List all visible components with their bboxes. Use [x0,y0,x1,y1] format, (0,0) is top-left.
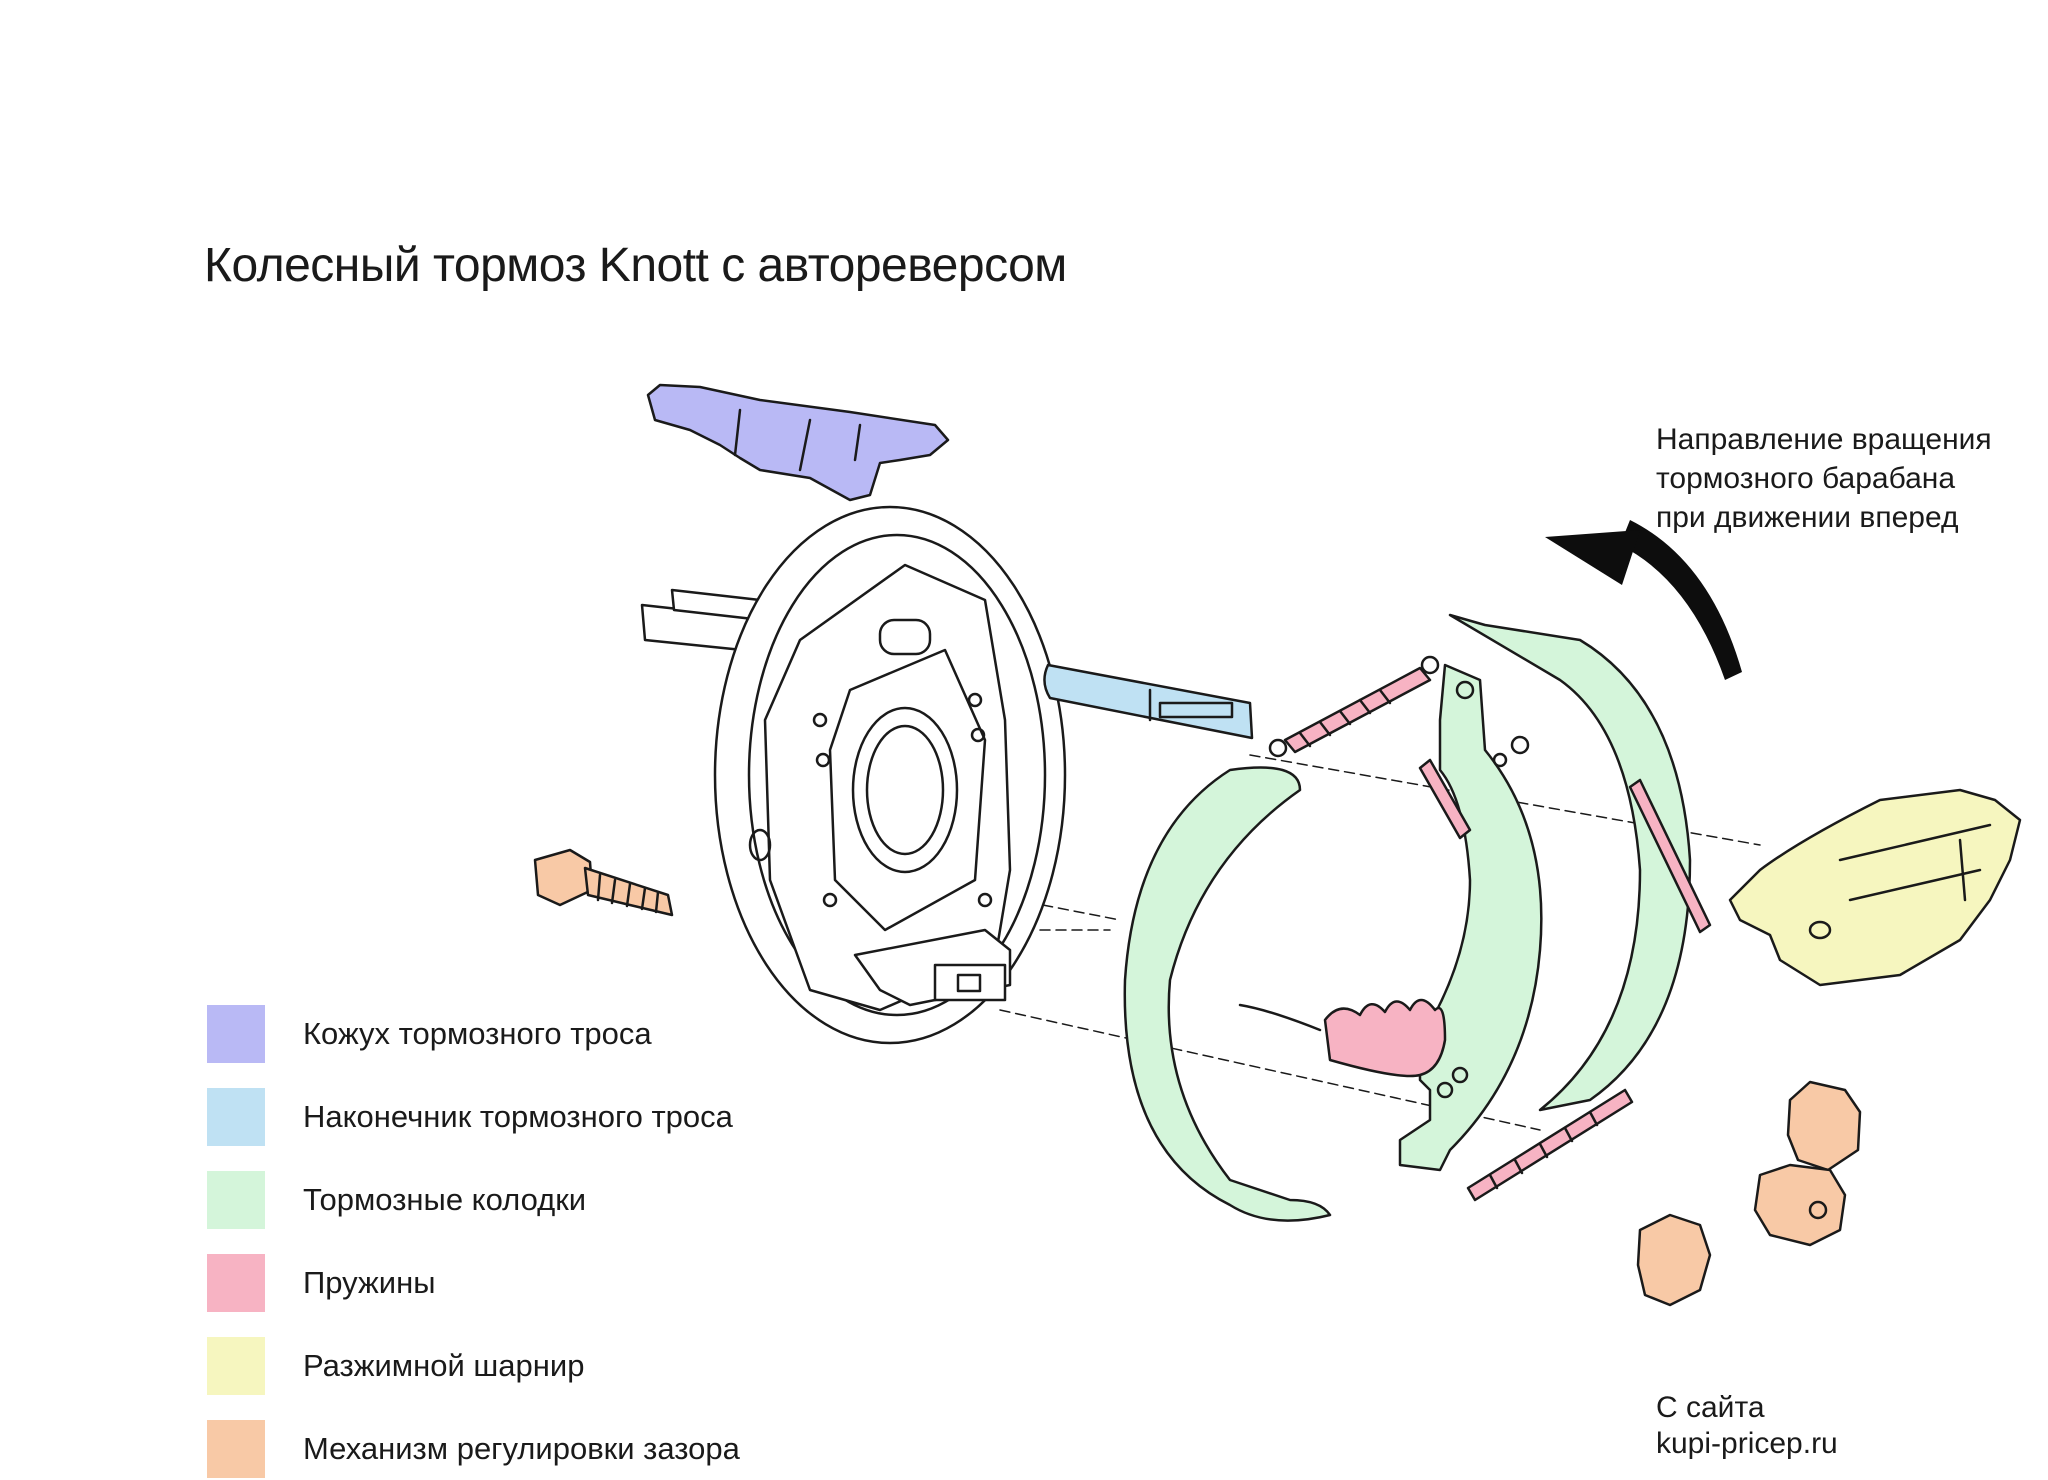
legend-swatch [207,1337,265,1395]
rotation-direction-note: Направление вращения тормозного барабана… [1656,420,1992,537]
legend-swatch [207,1171,265,1229]
adjuster-nut-middle [1753,1163,1847,1247]
rotation-note-line: Направление вращения [1656,423,1992,456]
legend-swatch [207,1254,265,1312]
spring-lower [1466,1088,1634,1202]
legend-label: Разжимной шарнир [303,1348,585,1383]
adjuster-bolt [533,848,674,917]
diagram-title: Колесный тормоз Knott с автореверсом [204,239,1067,292]
adjuster-nut-lower [1636,1213,1712,1307]
brake-cable-end [1043,663,1254,740]
brake-shoe-right [1398,613,1692,1172]
source-note: С сайта kupi-pricep.ru [1656,1390,1838,1462]
spring-upper [1268,655,1440,758]
legend-item-cable-end: Наконечник тормозного троса [207,1088,907,1148]
rotation-note-line: тормозного барабана [1656,462,1956,495]
rotation-note-line: при движении вперед [1656,501,1959,534]
legend-label: Наконечник тормозного троса [303,1099,733,1134]
spring-middle [1418,758,1712,934]
legend-item-spreader: Разжимной шарнир [207,1337,907,1397]
legend-label: Пружины [303,1265,436,1300]
brake-exploded-diagram [533,383,2022,1307]
brake-shoe-left [1123,766,1332,1222]
source-note-line: С сайта [1656,1391,1765,1424]
legend-label: Кожух тормозного троса [303,1016,652,1051]
legend-item-cable-cover: Кожух тормозного троса [207,1005,907,1065]
rotation-direction-arrow [1545,520,1742,680]
legend-item-springs: Пружины [207,1254,907,1314]
brake-cable-cover [646,383,950,502]
return-spring-coil [1238,998,1447,1078]
legend-label: Тормозные колодки [303,1182,587,1217]
adjuster-nut-upper [1786,1080,1862,1172]
legend-item-brake-shoes: Тормозные колодки [207,1171,907,1231]
legend-swatch [207,1005,265,1063]
spreader-lever [1728,788,2022,987]
legend-swatch [207,1088,265,1146]
backing-plate [713,505,1067,1045]
